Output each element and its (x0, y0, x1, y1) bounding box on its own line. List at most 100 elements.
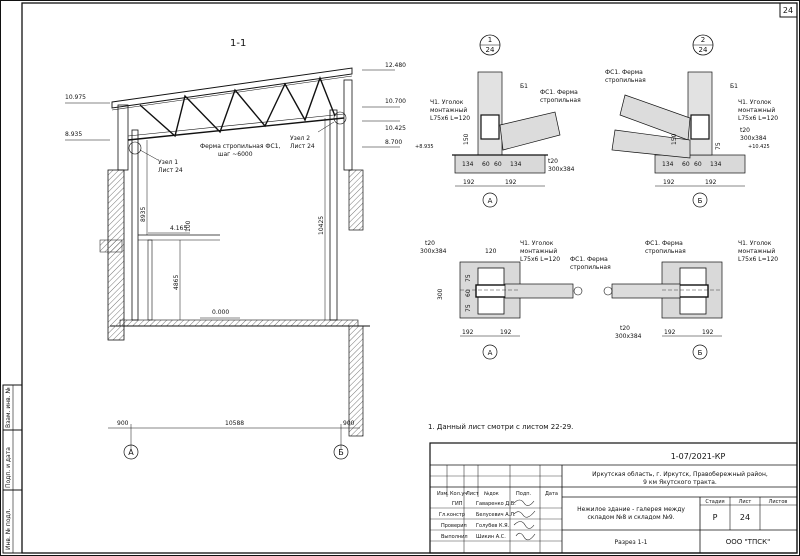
d2-u1b: монтажный (738, 107, 775, 114)
d1-t20: t20 (548, 158, 558, 165)
d4-fs1b: стропильная (645, 248, 686, 255)
elev-10975: 10.975 (65, 94, 86, 101)
tb-address-2: 9 км Якутского тракта. (643, 479, 717, 486)
tb-stage-header: Стадия (705, 499, 724, 505)
tb-address-1: Иркутская область, г. Иркутск, Правобере… (592, 471, 768, 478)
d2-dim-150: 150 (671, 133, 678, 145)
axis-b-marker (333, 444, 349, 460)
section-title: 1-1 (230, 38, 246, 49)
d3-t20: t20 (425, 240, 435, 247)
tb-hdr-izm: Изм. (437, 491, 449, 497)
d1-u1a: Ч1. Уголок (430, 99, 464, 106)
d1-dim-192b: 192 (505, 179, 517, 186)
d2-axis: Б (698, 197, 703, 205)
tb-building-1: Нежилое здание - галерея между (577, 506, 685, 513)
tb-hdr-date: Дата (545, 491, 558, 497)
d1-dim-134b: 134 (510, 161, 522, 168)
side-label-2: Подп. и дата (5, 447, 12, 488)
dim-10425: 10425 (318, 216, 325, 235)
d4-u1b: монтажный (738, 248, 775, 255)
d1-dim-134a: 134 (462, 161, 474, 168)
detail-2: 2 24 ФС1. Ферма стропильная Б1 Ч1. Уголо… (605, 34, 778, 208)
d1-fs1: ФС1. Ферма (540, 89, 578, 96)
d2-fs1: ФС1. Ферма (605, 69, 643, 76)
elevation-marks: 12.480 10.975 10.700 10.425 8.935 8.700 … (65, 62, 406, 319)
elev-4165: 4.165 (170, 225, 187, 232)
elev-8935: 8.935 (65, 131, 82, 138)
d2-t20size: 300x384 (740, 135, 767, 142)
dim-10588: 10588 (225, 420, 244, 427)
d1-dim-60a: 60 (482, 161, 490, 168)
d4-u1c: L75x6 L=120 (738, 256, 778, 263)
tb-code: 1-07/2021-КР (671, 452, 726, 461)
tb-company: ООО "ТПСК" (726, 538, 771, 546)
side-label-1: Взам. инв. № (5, 387, 12, 428)
d2-dim-134b: 134 (710, 161, 722, 168)
d2-dim-134a: 134 (662, 161, 674, 168)
tb-name-4: Шикин А.С. (476, 534, 506, 540)
detail-2-sheet: 24 (699, 46, 708, 54)
sheet-frame (21, 2, 798, 554)
tb-hdr-doc: №док (484, 491, 499, 497)
d2-fs1b: стропильная (605, 77, 646, 84)
elev-8700: 8.700 (385, 139, 402, 146)
d4-dim-192a: 192 (664, 329, 676, 336)
detail-1-num: 1 (488, 36, 492, 44)
d3-u1b: монтажный (520, 248, 557, 255)
tb-name-1: Гаваренко Д.В. (476, 501, 516, 507)
d1-dim-60b: 60 (494, 161, 502, 168)
node2-sheet: Лист 24 (290, 143, 315, 150)
tb-hdr-list: Лист (466, 491, 479, 497)
d4-fs1: ФС1. Ферма (645, 240, 683, 247)
truss-step: шаг ~6000 (218, 151, 253, 158)
d2-dim-60b: 60 (694, 161, 702, 168)
side-label-3: Инв. № подл. (5, 509, 12, 550)
title-block: Изм. Кол.уч Лист №док Подп. Дата ГИП Гл.… (429, 442, 798, 554)
general-note: 1. Данный лист смотри с листом 22-29. (428, 423, 573, 431)
detail-1-sheet: 24 (486, 46, 495, 54)
d2-dim-60a: 60 (682, 161, 690, 168)
d2-u1c: L75x6 L=120 (738, 115, 778, 122)
side-stamp: Взам. инв. № Подп. и дата Инв. № подл. (2, 384, 23, 554)
detail-4: ФС1. Ферма стропильная Ч1. Уголок монтаж… (603, 240, 778, 360)
d1-axis: А (488, 197, 493, 205)
d1-u1c: L75x6 L=120 (430, 115, 470, 122)
elev-10425: 10.425 (385, 125, 406, 132)
d3-axis: А (488, 349, 493, 357)
d3-dim-192a: 192 (462, 329, 474, 336)
tb-sheet: 24 (740, 513, 750, 522)
signatures (513, 499, 536, 541)
dim-100: 100 (185, 220, 192, 232)
tb-building-2: складом №8 и складом №9. (587, 514, 674, 521)
node1-label: Узел 1 (158, 159, 178, 166)
axis-b-label: Б (338, 448, 344, 457)
d1-u1b: монтажный (430, 107, 467, 114)
tb-hdr-kol: Кол.уч (450, 491, 467, 497)
d3-dim-60: 60 (465, 289, 472, 297)
tb-name-2: Белусевич А.Л. (476, 512, 516, 518)
node1-sheet: Лист 24 (158, 167, 183, 174)
detail-3: t20 300x384 Ч1. Уголок монтажный L75x6 L… (420, 240, 611, 360)
dim-900-left: 900 (117, 420, 129, 427)
d1-dim-150: 150 (463, 133, 470, 145)
truss-label: Ферма стропильная ФС1, (200, 143, 281, 150)
tb-name-3: Голубев К.Я. (476, 523, 510, 529)
d3-u1a: Ч1. Уголок (520, 240, 554, 247)
tb-role-proveril: Проверил (441, 523, 467, 529)
detail-1: 1 24 Б1 ФС1. Ферма стропильная Ч1. Уголо… (415, 34, 581, 208)
tb-role-glkonstr: Гл.констр (439, 512, 465, 518)
tb-hdr-sign: Подп. (516, 491, 532, 497)
d3-fs1: ФС1. Ферма (570, 256, 608, 263)
d4-t20: t20 (620, 325, 630, 332)
tb-role-gip: ГИП (452, 501, 463, 507)
d2-dim-192b: 192 (705, 179, 717, 186)
d2-u1a: Ч1. Уголок (738, 99, 772, 106)
d3-u1c: L75x6 L=120 (520, 256, 560, 263)
d1-t20size: 300x384 (548, 166, 575, 173)
tb-sheet-name: Разрез 1-1 (615, 539, 648, 546)
detail-2-num: 2 (701, 36, 705, 44)
d3-dim-300: 300 (437, 288, 444, 300)
node2-label: Узел 2 (290, 135, 310, 142)
d3-dim-192b: 192 (500, 329, 512, 336)
